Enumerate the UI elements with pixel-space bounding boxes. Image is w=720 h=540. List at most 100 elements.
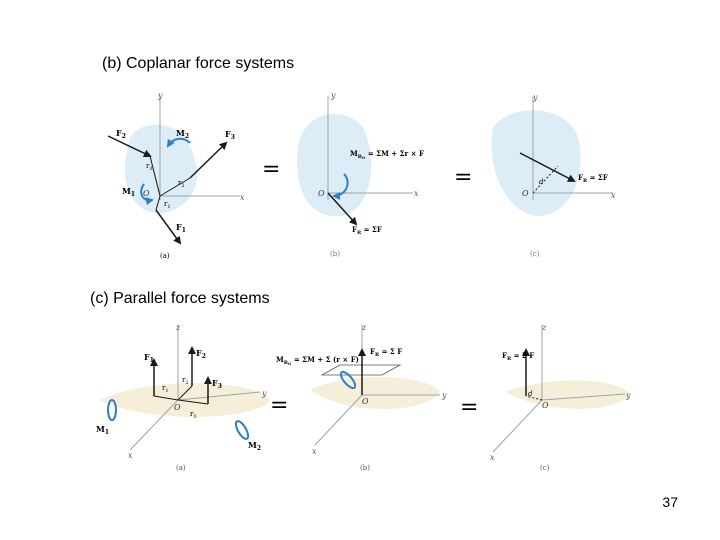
y-axis xyxy=(177,391,261,401)
caption-a: (a) xyxy=(160,252,170,260)
label-f1: F1 xyxy=(176,222,186,234)
label-f2-sub: 2 xyxy=(122,133,126,140)
origin-label: O xyxy=(542,401,549,410)
label-m2-sub: 2 xyxy=(257,445,261,452)
label-r3-letter: r xyxy=(190,410,194,418)
force-letter: F xyxy=(578,173,583,182)
label-m1: M1 xyxy=(96,424,109,436)
moment-m1-icon xyxy=(107,399,117,421)
figure-coplanar: y x O F2 F3 F1 M2 M1 r3 r2 r1 (a) = y x … xyxy=(107,91,616,260)
d-label: d xyxy=(539,178,544,186)
label-f3-sub: 3 xyxy=(218,383,222,390)
x-axis-label: x xyxy=(128,451,133,460)
page-number: 37 xyxy=(662,494,678,510)
equals-sign-2: = xyxy=(454,165,472,190)
label-r3-letter: r xyxy=(146,162,150,170)
x-axis-label: x xyxy=(611,191,616,200)
r1-line xyxy=(153,395,179,401)
force-sub: R xyxy=(583,178,588,184)
label-f3: F3 xyxy=(212,378,222,390)
label-r2-letter: r xyxy=(178,179,182,187)
x-axis xyxy=(314,394,363,446)
label-f2-sub: 2 xyxy=(202,353,206,360)
panel-a-blob xyxy=(124,124,198,214)
caption-a: (a) xyxy=(176,464,186,472)
label-r2: r2 xyxy=(182,376,189,386)
origin-label: O xyxy=(143,189,150,198)
label-r3: r3 xyxy=(146,162,153,172)
panel-b-blob xyxy=(310,377,440,410)
moment-m1-arrow xyxy=(140,183,154,206)
label-f2: F2 xyxy=(196,348,206,360)
moment-sub2: O xyxy=(362,155,366,160)
label-f1: F1 xyxy=(144,352,154,364)
y-axis-label: y xyxy=(157,91,163,100)
parallel-panel-b: z y x O MRO = ΣM + Σ (r × F) FR = Σ F (b… xyxy=(276,323,447,472)
label-r2-letter: r xyxy=(182,376,186,384)
caption-c: (c) xyxy=(530,250,540,258)
force-rhs: = ΣF xyxy=(587,173,608,182)
moment-equation: MRO = ΣM + Σr × F xyxy=(350,149,424,160)
label-f1-sub: 1 xyxy=(150,357,154,364)
moment-m2-arrow xyxy=(166,137,191,148)
label-m1-letter: M xyxy=(96,424,105,434)
label-m1-letter: M xyxy=(122,186,131,196)
label-m1: M1 xyxy=(122,186,135,198)
y-axis-label: y xyxy=(532,93,538,102)
force-f2-arrow xyxy=(107,135,152,158)
r3-line xyxy=(149,155,161,197)
y-axis-label: y xyxy=(330,91,336,100)
x-axis-label: x xyxy=(240,193,245,202)
force-sub: R xyxy=(375,352,380,358)
coplanar-panel-b: y x O MRO = ΣM + Σr × F FR = ΣF (b) xyxy=(297,91,424,258)
resultant-force-arrow xyxy=(519,152,576,182)
force-equation: FR = ΣF xyxy=(352,225,382,236)
label-r1: r1 xyxy=(162,384,169,394)
force-sub: R xyxy=(507,356,512,362)
moment-letter: M xyxy=(276,355,284,364)
label-f3-letter: F xyxy=(225,129,231,139)
force-f1-arrow xyxy=(155,209,182,245)
x-axis xyxy=(129,399,179,451)
equals-sign-1: = xyxy=(262,157,280,182)
label-f3-letter: F xyxy=(212,378,218,388)
force-f3-arrow xyxy=(189,141,228,179)
label-m2-sub: 2 xyxy=(185,133,189,140)
label-m1-sub: 1 xyxy=(105,429,109,436)
moment-sub: R xyxy=(358,154,363,160)
moment-equation: MRO = ΣM + Σ (r × F) xyxy=(276,355,359,366)
panel-b-blob xyxy=(297,114,372,217)
moment-m2-icon xyxy=(234,420,250,440)
r2-line xyxy=(177,385,193,401)
moment-letter: M xyxy=(350,149,358,158)
x-axis-label: x xyxy=(414,189,419,198)
equals-sign-2: = xyxy=(460,395,478,420)
label-r2-sub: 2 xyxy=(185,380,188,386)
label-f1-letter: F xyxy=(144,352,150,362)
resultant-force-arrow xyxy=(327,192,358,226)
force-rhs: = Σ F xyxy=(379,347,402,356)
origin-label: O xyxy=(174,403,181,412)
panel-a-blob xyxy=(100,383,270,417)
force-letter: F xyxy=(370,347,375,356)
label-m2-letter: M xyxy=(176,128,185,138)
label-r1: r1 xyxy=(164,200,171,210)
label-f2-letter: F xyxy=(116,128,122,138)
z-axis-label: z xyxy=(175,323,181,332)
r1-line xyxy=(155,195,161,211)
label-f2: F2 xyxy=(116,128,126,140)
parallel-panel-c: z y x O d FR = Σ F (c) xyxy=(490,323,631,472)
force-rhs: = Σ F xyxy=(511,351,534,360)
force-rhs: = ΣF xyxy=(361,225,382,234)
x-axis xyxy=(492,399,543,453)
label-r2: r2 xyxy=(178,179,185,189)
panel-c-blob xyxy=(505,380,630,409)
r2-line xyxy=(159,177,191,197)
coplanar-panel-c: y x O d FR = ΣF (c) xyxy=(491,93,616,258)
origin-label: O xyxy=(522,189,529,198)
label-f2-letter: F xyxy=(196,348,202,358)
origin-label: O xyxy=(318,189,325,198)
panel-c-blob xyxy=(491,110,581,216)
caption-b: (b) xyxy=(330,250,340,258)
label-r1-letter: r xyxy=(164,200,168,208)
